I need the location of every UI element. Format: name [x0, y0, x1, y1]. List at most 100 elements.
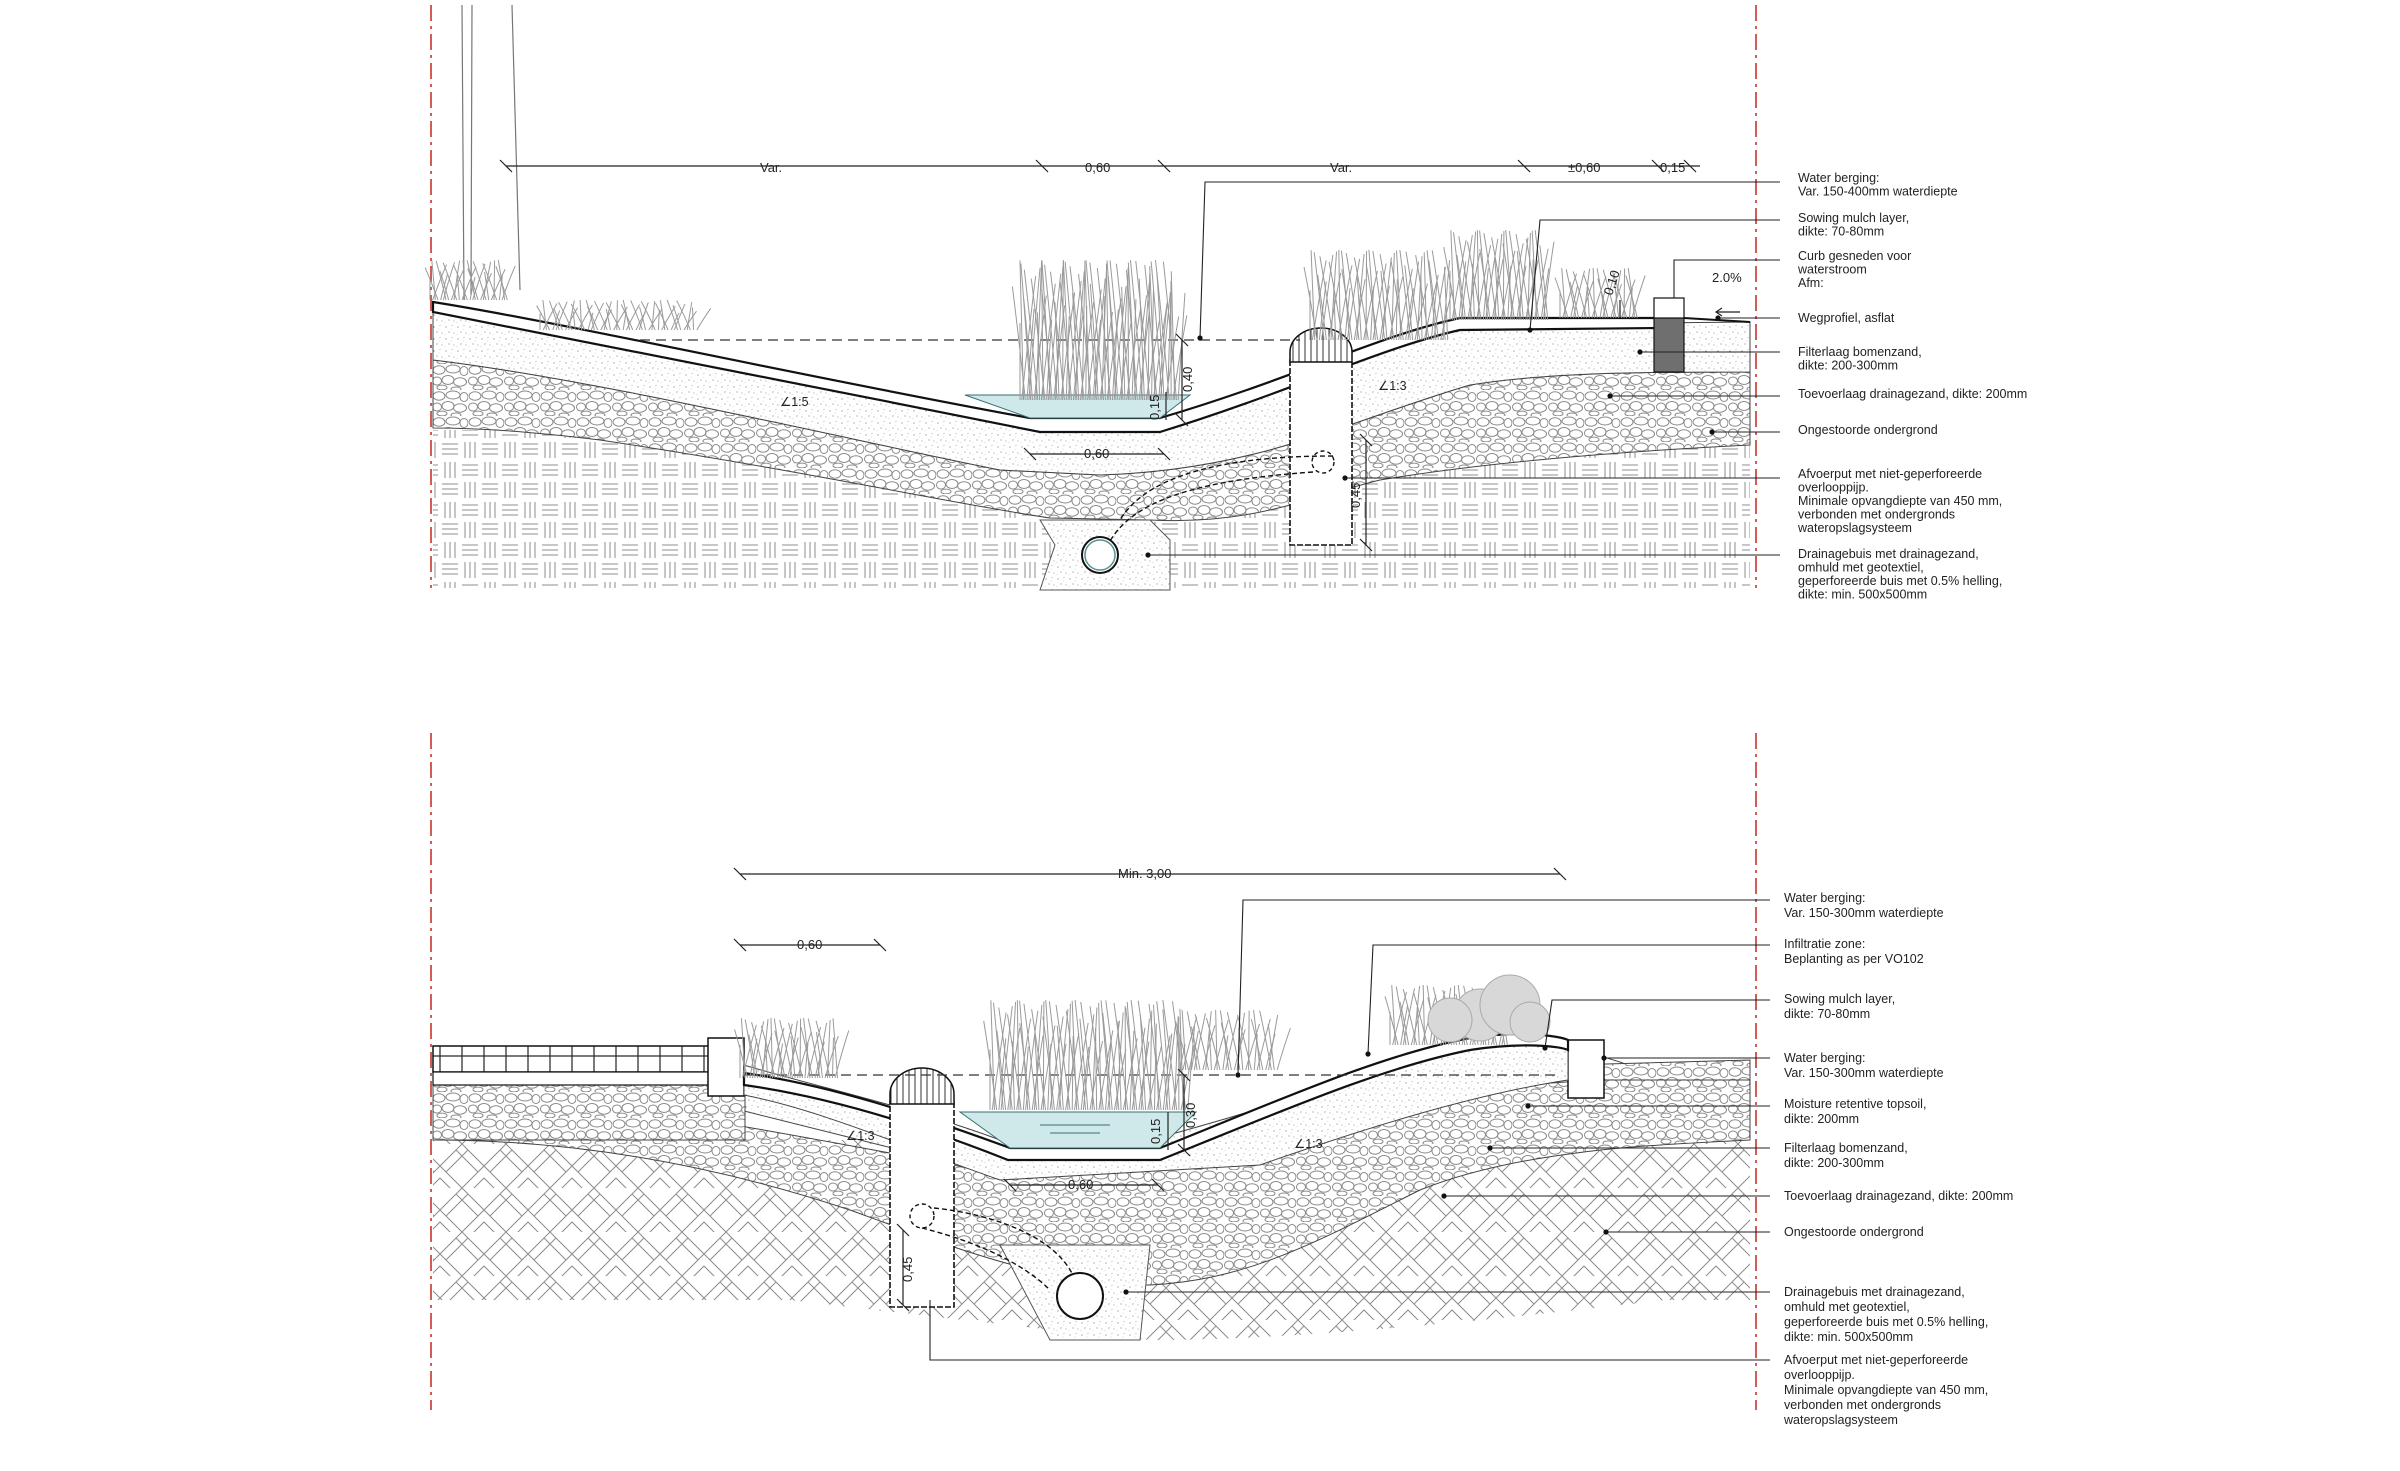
callout-line: verbonden met ondergronds	[1784, 1398, 1941, 1412]
grass-blade	[1103, 1013, 1113, 1110]
grass-blade	[1221, 1023, 1231, 1070]
dim-bottom-ponding: 0,30	[1183, 1103, 1198, 1128]
callout-line: overlooppijp.	[1784, 1368, 1855, 1382]
shrub	[1428, 998, 1472, 1042]
grass-blade	[454, 265, 468, 300]
grass-blade	[687, 302, 692, 330]
callout-line: Drainagebuis met drainagezand,	[1784, 1285, 1965, 1299]
topsoil-layer	[433, 1085, 745, 1140]
dim-top-road-slope: 2.0%	[1712, 270, 1742, 285]
callout-line: dikte: 200-300mm	[1798, 359, 1898, 373]
road-curb	[1654, 318, 1684, 372]
callout-1-6: Toevoerlaag drainagezand, dikte: 200mm	[1784, 1189, 2013, 1203]
callout-line: Filterlaag bomenzand,	[1784, 1141, 1908, 1155]
callout-line: Toevoerlaag drainagezand, dikte: 200mm	[1798, 387, 2027, 401]
dim-top-060: 0,60	[1085, 160, 1110, 175]
tree-trunk	[462, 5, 520, 300]
grass-blade	[432, 260, 436, 300]
callout-1-7: Ongestoorde ondergrond	[1784, 1225, 1924, 1239]
callout-line: Sowing mulch layer,	[1784, 992, 1895, 1006]
grass-blade	[1392, 985, 1396, 1045]
grass-blade	[692, 308, 693, 330]
callout-line: Drainagebuis met drainagezand,	[1798, 547, 1979, 561]
callouts-bottom: Water berging:Var. 150-300mm waterdiepte…	[1783, 891, 2013, 1427]
grass-blade	[1584, 275, 1598, 318]
callout-1-3: Water berging:Var. 150-300mm waterdiepte	[1784, 1051, 1944, 1080]
slope-bottom-right: ∠1:3	[1294, 1137, 1323, 1151]
grass-blade	[1195, 1014, 1208, 1070]
callout-line: Sowing mulch layer,	[1798, 211, 1909, 225]
callout-1-1: Infiltratie zone:Beplanting as per VO102	[1784, 937, 1924, 966]
grass-blade	[1562, 268, 1566, 318]
callout-1-5: Filterlaag bomenzand,dikte: 200-300mm	[1784, 1141, 1908, 1170]
grass-blade	[1396, 279, 1397, 340]
callout-0-0: Water berging:Var. 150-400mm waterdiepte	[1798, 171, 1958, 199]
grass-blade	[1532, 259, 1533, 320]
grass-blade	[804, 1018, 810, 1078]
grass-blade	[1277, 1028, 1290, 1070]
callout-0-5: Toevoerlaag drainagezand, dikte: 200mm	[1798, 387, 2027, 401]
callout-line: dikte: min. 500x500mm	[1784, 1330, 1913, 1344]
slope-top-right: ∠1:3	[1378, 379, 1407, 393]
callout-line: wateropslagsysteem	[1783, 1413, 1898, 1427]
grass-blade	[1626, 276, 1638, 318]
slope-bottom-left: ∠1:3	[846, 1129, 875, 1143]
drainage-pipe-bottom	[1057, 1273, 1103, 1319]
grass-blade	[1050, 272, 1064, 400]
grass-blade	[991, 1000, 995, 1110]
overflow-chamber	[1290, 360, 1352, 545]
overflow-grate	[1290, 328, 1352, 362]
grass-blade	[1314, 252, 1324, 340]
callout-0-1: Sowing mulch layer,dikte: 70-80mm	[1798, 211, 1909, 239]
callout-line: dikte: 200mm	[1784, 1112, 1859, 1126]
grass-blade	[1150, 266, 1155, 400]
callout-line: Filterlaag bomenzand,	[1798, 345, 1922, 359]
grass-blade	[697, 308, 711, 330]
curb-right	[1568, 1040, 1604, 1098]
overflow-grate-bottom	[890, 1068, 954, 1104]
dim-bottom-water-depth: 0,15	[1148, 1119, 1163, 1144]
grass-blade	[1628, 268, 1634, 318]
dim-top-bottom-width: 0,60	[1084, 446, 1109, 461]
callout-line: Var. 150-400mm waterdiepte	[1798, 185, 1958, 199]
callout-line: Var. 150-300mm waterdiepte	[1784, 1066, 1944, 1080]
callout-line: Wegprofiel, asflat	[1798, 311, 1895, 325]
dim-top-overflow-depth: 0,45	[1348, 483, 1363, 508]
callout-line: Water berging:	[1784, 891, 1866, 905]
section-top	[425, 5, 1756, 590]
callout-line: wateropslagsysteem	[1797, 521, 1912, 535]
callout-line: geperforeerde buis met 0.5% helling,	[1784, 1315, 1988, 1329]
callout-line: Moisture retentive topsoil,	[1784, 1097, 1926, 1111]
dim-bottom-overall: Min. 3,00	[1118, 866, 1171, 881]
callout-line: Water berging:	[1784, 1051, 1866, 1065]
callout-1-2: Sowing mulch layer,dikte: 70-80mm	[1784, 992, 1895, 1021]
callout-line: dikte: 70-80mm	[1784, 1007, 1870, 1021]
callout-0-8: Drainagebuis met drainagezand,omhuld met…	[1798, 547, 2002, 602]
road-curb-top	[1654, 298, 1684, 318]
shrub	[1510, 1002, 1550, 1042]
section-bottom	[431, 733, 1756, 1410]
grass-blade	[498, 260, 504, 300]
grass-blade	[1385, 996, 1398, 1045]
grass-blade	[1072, 1036, 1073, 1110]
grass-blade	[1182, 1010, 1186, 1070]
callout-line: Afvoerput met niet-geperforeerde	[1798, 467, 1982, 481]
grass-blade	[1311, 250, 1315, 340]
grass-blade	[1414, 993, 1428, 1045]
drainage-pipe	[1082, 537, 1118, 573]
callout-line: omhuld met geotextiel,	[1784, 1300, 1910, 1314]
callout-line: Ongestoorde ondergrond	[1784, 1225, 1924, 1239]
callout-line: overlooppijp.	[1798, 481, 1869, 495]
callout-line: verbonden met ondergronds	[1798, 508, 1955, 522]
grass-blade	[1555, 277, 1568, 318]
callout-1-0: Water berging:Var. 150-300mm waterdiepte	[1784, 891, 1944, 920]
callout-line: Beplanting as per VO102	[1784, 952, 1924, 966]
grass-blade	[1136, 261, 1150, 400]
dim-top-ponding: 0,40	[1180, 367, 1195, 392]
callout-0-6: Ongestoorde ondergrond	[1798, 423, 1938, 437]
